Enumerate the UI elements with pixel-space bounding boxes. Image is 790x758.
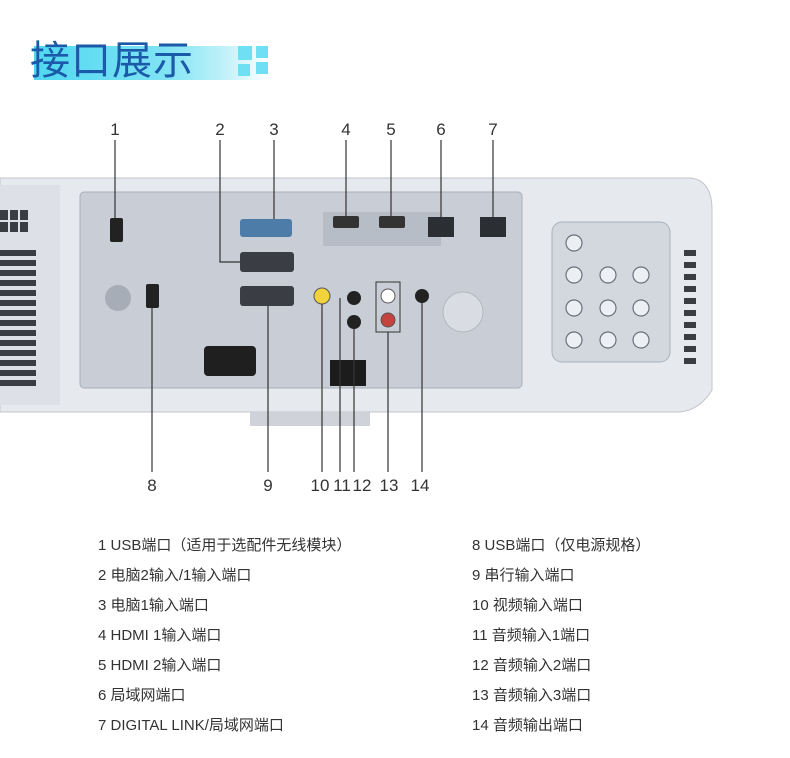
power-switch xyxy=(330,360,366,386)
callout-8: 8 xyxy=(147,476,156,495)
callout-10: 10 xyxy=(311,476,330,495)
right-vent-grille xyxy=(684,250,696,364)
callout-13: 13 xyxy=(380,476,399,495)
legend-item: 6 局域网端口 xyxy=(98,687,186,704)
legend-item: 12 音频输入2端口 xyxy=(472,657,592,674)
audio-in2-port xyxy=(347,315,361,329)
legend-item: 2 电脑2输入/1输入端口 xyxy=(98,567,252,584)
legend-item: 4 HDMI 1输入端口 xyxy=(98,627,222,644)
audio-out-port xyxy=(415,289,429,303)
callout-1: 1 xyxy=(110,120,119,139)
hdmi1-input-port xyxy=(333,216,359,228)
digital-link-lan-port xyxy=(480,217,506,237)
callout-3: 3 xyxy=(269,120,278,139)
usb-port-1 xyxy=(110,218,123,242)
legend-item: 11 音频输入1端口 xyxy=(472,627,591,644)
serial-input-port xyxy=(240,286,294,306)
callout-6: 6 xyxy=(436,120,445,139)
security-lock xyxy=(442,291,484,333)
title-decoration-square xyxy=(238,46,252,60)
title-highlight-bar xyxy=(34,46,270,80)
audio-in1-port xyxy=(347,291,361,305)
video-input-port xyxy=(313,287,331,305)
usb-port-8 xyxy=(146,284,159,308)
hdmi2-input-port xyxy=(379,216,405,228)
legend-right-column: 8 USB端口（仅电源规格） 9 串行输入端口 10 视频输入端口 11 音频输… xyxy=(472,536,650,746)
legend-item: 10 视频输入端口 xyxy=(472,597,583,614)
power-inlet xyxy=(204,346,256,376)
lan-port xyxy=(428,217,454,237)
computer1-input-port xyxy=(240,219,292,237)
title-decoration-square xyxy=(256,46,268,58)
callout-9: 9 xyxy=(263,476,272,495)
legend-item: 1 USB端口（适用于选配件无线模块） xyxy=(98,537,352,554)
legend-item: 5 HDMI 2输入端口 xyxy=(98,657,222,674)
callout-14: 14 xyxy=(411,476,430,495)
callout-2: 2 xyxy=(215,120,224,139)
title-area: 接口展示 xyxy=(0,0,790,100)
computer2-input-port xyxy=(240,252,294,272)
callout-11: 11 xyxy=(333,476,351,495)
legend-item: 13 音频输入3端口 xyxy=(472,687,592,704)
title-decoration-square xyxy=(256,62,268,74)
callout-12: 12 xyxy=(353,476,372,495)
control-panel xyxy=(551,221,671,363)
legend-item: 7 DIGITAL LINK/局域网端口 xyxy=(98,717,284,734)
legend-item: 3 电脑1输入端口 xyxy=(98,597,209,614)
left-vent-grille xyxy=(0,210,36,386)
legend-item: 9 串行输入端口 xyxy=(472,567,575,584)
audio-in3-port-red xyxy=(380,312,396,328)
control-buttons xyxy=(565,234,650,349)
page-title: 接口展示 xyxy=(30,38,194,84)
callout-4: 4 xyxy=(341,120,350,139)
projector-rear-panel-diagram: 1 2 3 4 5 6 7 8 9 10 11 12 13 14 xyxy=(0,120,713,495)
legend-left-column: 1 USB端口（适用于选配件无线模块） 2 电脑2输入/1输入端口 3 电脑1输… xyxy=(98,536,351,746)
panel-knob xyxy=(105,285,131,311)
callout-5: 5 xyxy=(386,120,395,139)
title-decoration-square xyxy=(238,64,250,76)
audio-in3-port-white xyxy=(380,288,396,304)
legend-item: 14 音频输出端口 xyxy=(472,717,583,734)
legend-item: 8 USB端口（仅电源规格） xyxy=(472,537,651,554)
callout-7: 7 xyxy=(488,120,497,139)
leader-lines xyxy=(114,140,494,472)
